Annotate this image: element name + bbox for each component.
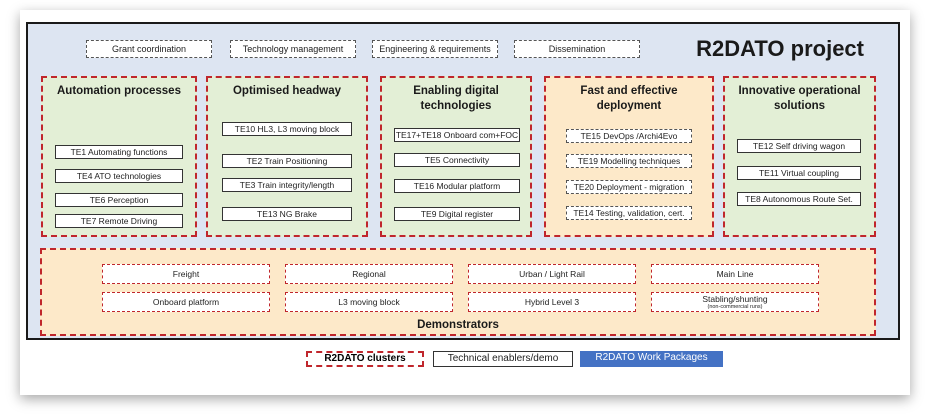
cluster-fast-effective-deployment: Fast and effective deployment TE15 DevOp…	[544, 76, 714, 237]
enabler-te1: TE1 Automating functions	[55, 145, 183, 159]
enabler-te19: TE19 Modelling techniques	[566, 154, 692, 168]
enabler-te10: TE10 HL3, L3 moving block	[222, 122, 352, 136]
demo-stabling-label: Stabling/shunting	[702, 294, 768, 304]
cluster-enabling-digital-technologies: Enabling digital technologies TE17+TE18 …	[380, 76, 532, 237]
demo-l3-moving-block: L3 moving block	[285, 292, 453, 312]
enabler-te12: TE12 Self driving wagon	[737, 139, 861, 153]
wp-dissemination: Dissemination	[514, 40, 640, 58]
enabler-te13: TE13 NG Brake	[222, 207, 352, 221]
demo-onboard-platform: Onboard platform	[102, 292, 270, 312]
cluster-title: Enabling digital technologies	[413, 85, 499, 112]
cluster-optimised-headway: Optimised headway TE10 HL3, L3 moving bl…	[206, 76, 368, 237]
project-title: R2DATO project	[696, 36, 864, 61]
wp-engineering-requirements: Engineering & requirements	[372, 40, 498, 58]
enabler-te3: TE3 Train integrity/length	[222, 178, 352, 192]
enabler-te5: TE5 Connectivity	[394, 153, 520, 167]
project-panel: Grant coordination Technology management…	[26, 22, 900, 340]
demo-main-line: Main Line	[651, 264, 819, 284]
wp-grant-coordination: Grant coordination	[86, 40, 212, 58]
enabler-te14: TE14 Testing, validation, cert.	[566, 206, 692, 220]
enabler-te15: TE15 DevOps /Archi4Evo	[566, 129, 692, 143]
legend-work-packages: R2DATO Work Packages	[580, 351, 723, 367]
enabler-te2: TE2 Train Positioning	[222, 154, 352, 168]
demo-urban-light-rail: Urban / Light Rail	[468, 264, 636, 284]
cluster-title: Fast and effective deployment	[580, 85, 678, 112]
enabler-te11: TE11 Virtual coupling	[737, 166, 861, 180]
demo-hybrid-level-3: Hybrid Level 3	[468, 292, 636, 312]
demo-freight: Freight	[102, 264, 270, 284]
cluster-title: Innovative operational solutions	[738, 85, 861, 112]
cluster-title: Optimised headway	[232, 85, 341, 97]
enabler-te9: TE9 Digital register	[394, 207, 520, 221]
enabler-te8: TE8 Autonomous Route Set.	[737, 192, 861, 206]
wp-technology-management: Technology management	[230, 40, 356, 58]
enabler-te16: TE16 Modular platform	[394, 179, 520, 193]
enabler-te17-te18: TE17+TE18 Onboard com+FOC	[394, 128, 520, 142]
enabler-te4: TE4 ATO technologies	[55, 169, 183, 183]
enabler-te7: TE7 Remote Driving	[55, 214, 183, 228]
enabler-te6: TE6 Perception	[55, 193, 183, 207]
demo-stabling-note: (non-commercial runs)	[707, 304, 763, 310]
enabler-te20: TE20 Deployment - migration	[566, 180, 692, 194]
cluster-title: Automation processes	[57, 85, 181, 97]
demonstrators-panel: Freight Regional Urban / Light Rail Main…	[40, 248, 876, 336]
legend-clusters: R2DATO clusters	[306, 351, 424, 367]
cluster-automation-processes: Automation processes TE1 Automating func…	[41, 76, 197, 237]
demonstrators-title: Demonstrators	[417, 319, 499, 331]
legend-enablers: Technical enablers/demo	[433, 351, 573, 367]
demo-regional: Regional	[285, 264, 453, 284]
cluster-innovative-operational-solutions: Innovative operational solutions TE12 Se…	[723, 76, 876, 237]
demo-stabling-shunting: Stabling/shunting (non-commercial runs)	[651, 292, 819, 312]
